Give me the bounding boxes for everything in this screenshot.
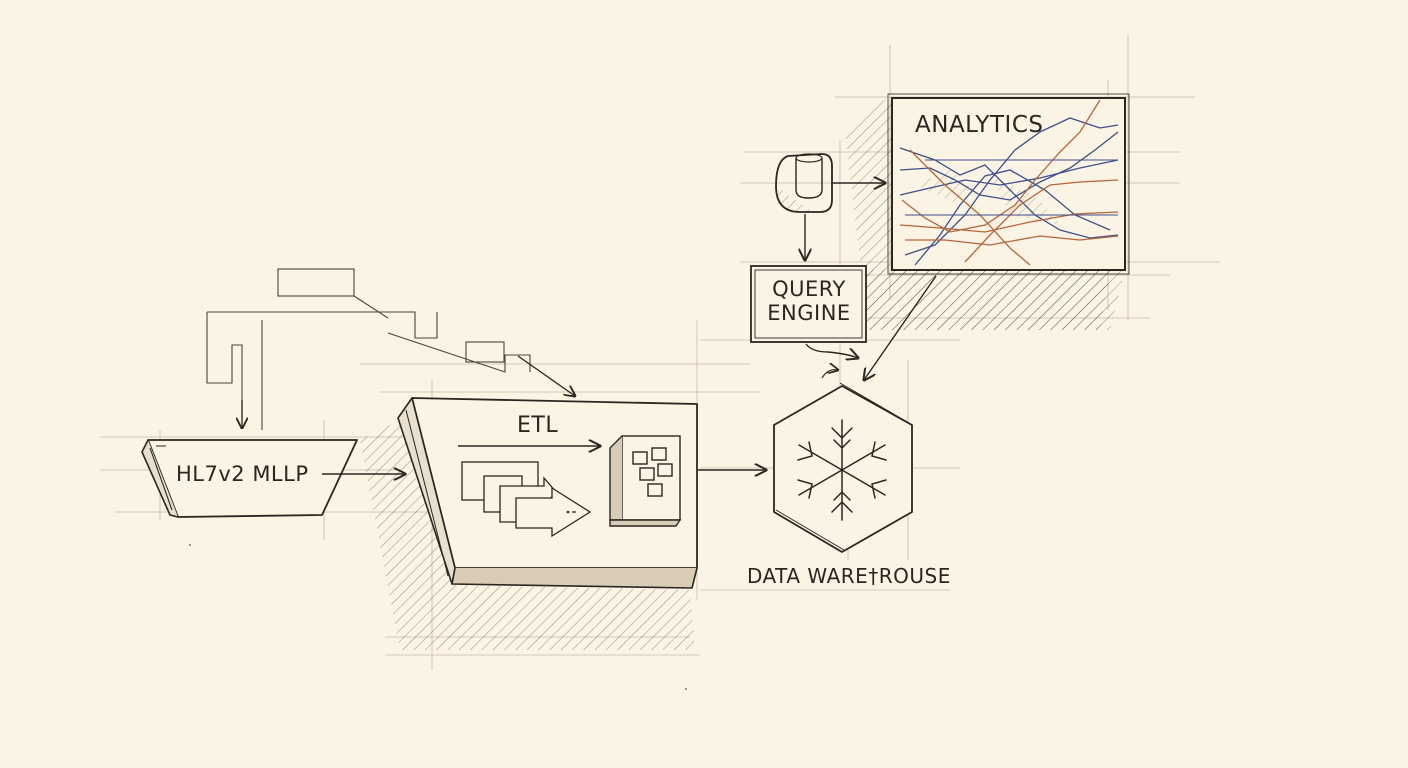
source-label: HL7v2 MLLP (176, 462, 309, 486)
edge-query-to-warehouse (805, 343, 858, 358)
analytics-chart-shading (915, 170, 1060, 225)
query-engine-label: QUERY ENGINE (756, 277, 862, 325)
query-engine-label-line2: ENGINE (767, 301, 851, 326)
warehouse-node (773, 382, 913, 553)
query-engine-node (750, 265, 867, 343)
connector-arrow-to-etl (517, 355, 575, 396)
source-node (141, 439, 358, 518)
pencil-dot (685, 688, 687, 690)
edge-query-to-warehouse-stub (821, 370, 838, 379)
warehouse-label: DATA WARE†ROUSE (747, 564, 951, 588)
snowflake-icon (797, 419, 887, 521)
etl-stacked-documents (461, 461, 592, 538)
edge-analytics-to-warehouse (864, 275, 937, 380)
analytics-label: ANALYTICS (915, 112, 1044, 138)
query-engine-label-line1: QUERY (772, 277, 846, 301)
top-connectors (206, 268, 531, 430)
etl-label: ETL (517, 413, 559, 438)
pencil-dot (189, 544, 191, 546)
etl-output-box (609, 435, 682, 527)
database-icon (775, 153, 833, 213)
